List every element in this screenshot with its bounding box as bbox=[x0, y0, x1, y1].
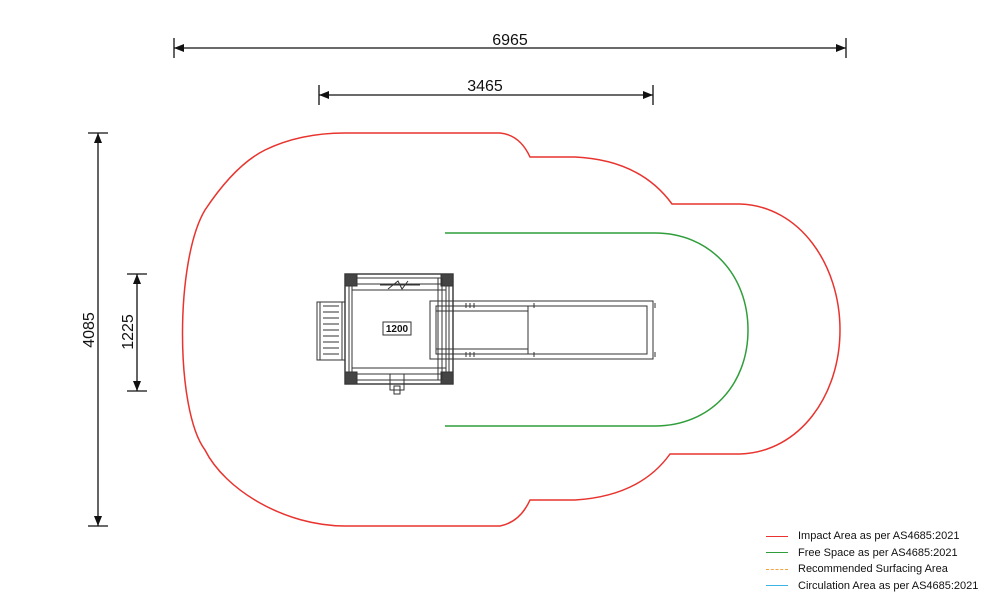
dimension-equipment-length-label: 1225 bbox=[120, 314, 137, 350]
slide bbox=[429, 300, 656, 360]
legend-label: Circulation Area as per AS4685:2021 bbox=[798, 579, 979, 592]
dimension-overall-width-label: 6965 bbox=[492, 32, 528, 49]
legend-label: Impact Area as per AS4685:2021 bbox=[798, 530, 960, 543]
legend-label: Recommended Surfacing Area bbox=[798, 563, 948, 576]
dimension-overall-length bbox=[88, 132, 108, 527]
platform-height-box bbox=[382, 321, 412, 336]
legend-item-free-space: Free Space as per AS4685:2021 bbox=[766, 545, 998, 562]
legend-item-surfacing-area: Recommended Surfacing Area bbox=[766, 561, 998, 578]
dimension-equipment-width-label: 3465 bbox=[467, 78, 503, 95]
dimension-overall-width bbox=[173, 38, 847, 58]
dimension-equipment-length bbox=[127, 273, 147, 392]
free-space-outline bbox=[445, 232, 749, 427]
legend-item-circulation-area: Circulation Area as per AS4685:2021 bbox=[766, 578, 998, 595]
platform-height-label: 1200 bbox=[386, 324, 409, 335]
legend-item-impact-area: Impact Area as per AS4685:2021 bbox=[766, 528, 998, 545]
circulation-area-swatch bbox=[766, 585, 788, 587]
legend: Impact Area as per AS4685:2021 Free Spac… bbox=[766, 528, 998, 594]
surfacing-area-swatch bbox=[766, 568, 788, 570]
platform-tower bbox=[344, 273, 454, 395]
legend-label: Free Space as per AS4685:2021 bbox=[798, 546, 958, 559]
impact-area-outline bbox=[181, 132, 841, 527]
ladder bbox=[316, 301, 346, 361]
free-space-swatch bbox=[766, 552, 788, 554]
dimension-overall-length-label: 4085 bbox=[81, 312, 98, 348]
impact-area-swatch bbox=[766, 535, 788, 537]
dimension-equipment-width bbox=[318, 85, 654, 105]
